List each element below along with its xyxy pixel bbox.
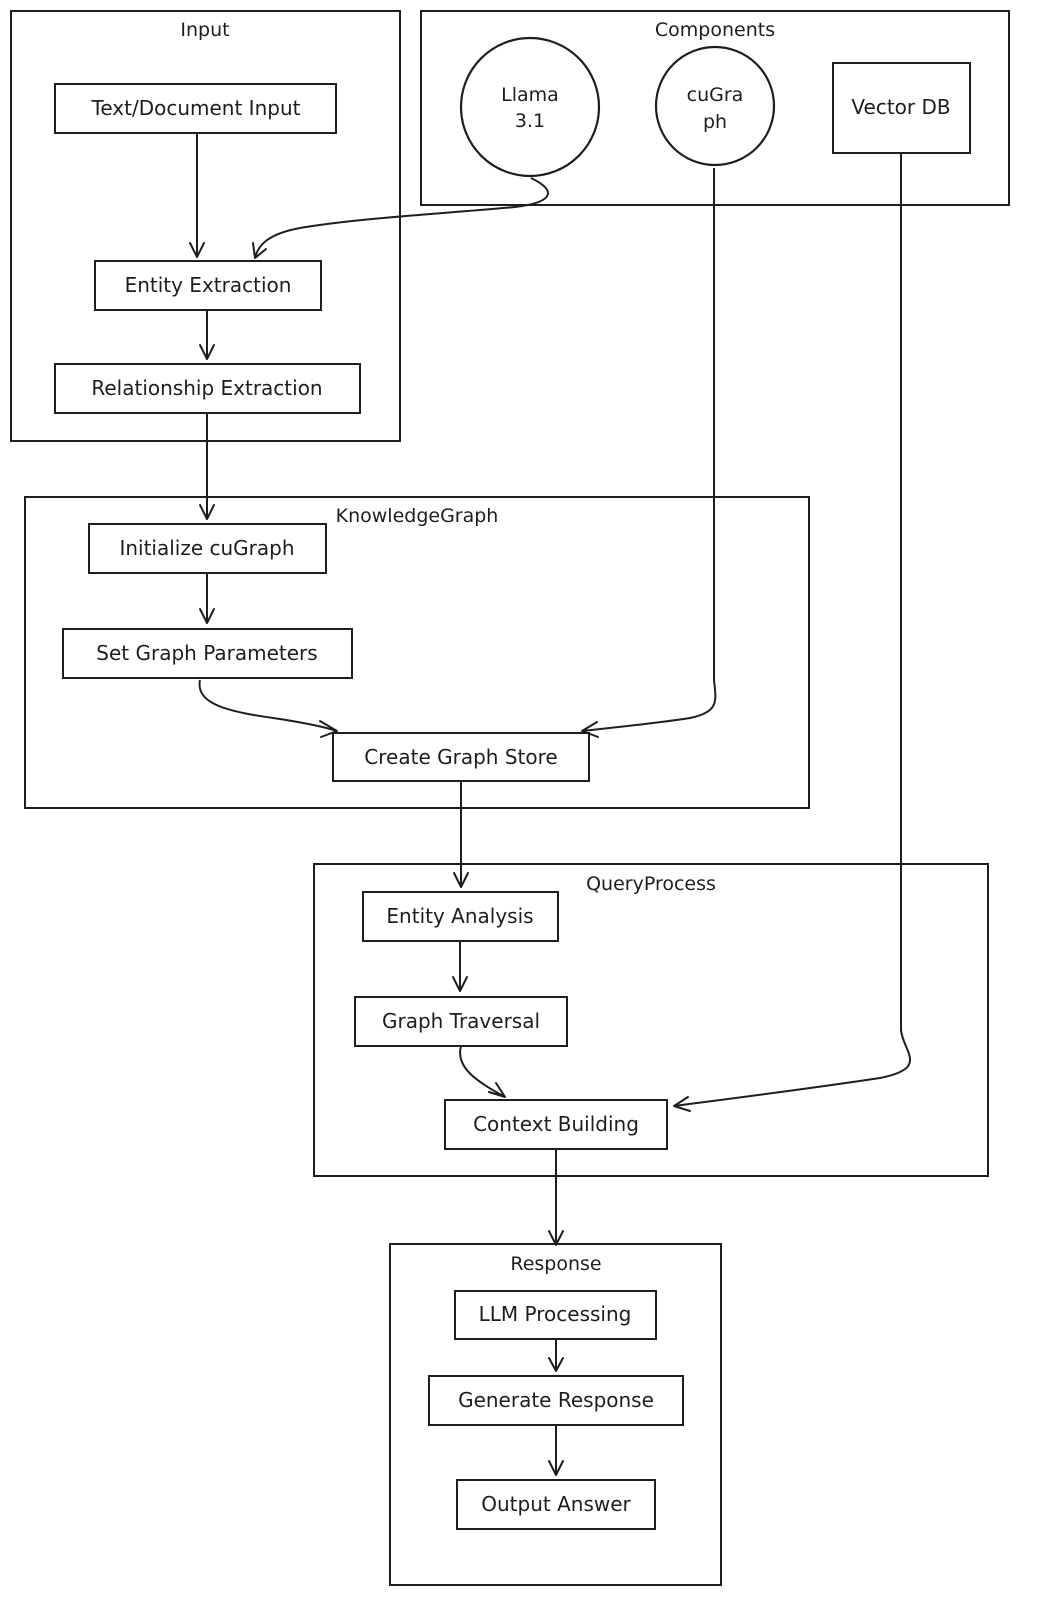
edge-graph-traversal-to-context-building bbox=[459, 1045, 506, 1098]
node-label: cuGra bbox=[687, 84, 744, 106]
node-entity-analysis[interactable]: Entity Analysis bbox=[362, 891, 559, 942]
node-label: Graph Traversal bbox=[382, 1009, 540, 1033]
node-generate-response[interactable]: Generate Response bbox=[428, 1375, 684, 1426]
group-knowledge-graph: KnowledgeGraph bbox=[24, 496, 810, 809]
node-entity-extraction[interactable]: Entity Extraction bbox=[94, 260, 322, 311]
node-label: Generate Response bbox=[458, 1388, 654, 1412]
group-input-label: Input bbox=[180, 19, 229, 41]
arrowhead bbox=[548, 1230, 564, 1246]
node-output-answer[interactable]: Output Answer bbox=[456, 1479, 656, 1530]
arrowhead bbox=[199, 504, 215, 520]
arrowhead bbox=[452, 976, 468, 992]
node-label: Relationship Extraction bbox=[91, 376, 322, 400]
node-llm-processing[interactable]: LLM Processing bbox=[454, 1290, 657, 1340]
node-graph-traversal[interactable]: Graph Traversal bbox=[354, 996, 568, 1047]
node-label: Vector DB bbox=[851, 95, 950, 119]
edge-cugraph-to-create-store bbox=[581, 168, 717, 732]
edge-set-params-to-create-store bbox=[198, 679, 338, 732]
arrowhead bbox=[548, 1460, 564, 1476]
node-label: Llama bbox=[501, 84, 559, 106]
node-label: Context Building bbox=[473, 1112, 639, 1136]
arrowhead bbox=[189, 242, 205, 258]
node-label: Set Graph Parameters bbox=[96, 641, 317, 665]
edge-llama-to-entity-extraction bbox=[254, 177, 549, 259]
arrowhead bbox=[581, 721, 599, 738]
group-input: Input bbox=[10, 10, 401, 442]
group-response-label: Response bbox=[510, 1253, 601, 1275]
node-text-document-input[interactable]: Text/Document Input bbox=[54, 83, 337, 134]
edge-vector-db-to-context-building bbox=[673, 153, 912, 1107]
node-llama[interactable]: Llama 3.1 bbox=[459, 36, 601, 178]
group-components-label: Components bbox=[655, 19, 775, 41]
node-label: Entity Extraction bbox=[125, 273, 292, 297]
group-query-process: QueryProcess bbox=[313, 863, 989, 1177]
node-context-building[interactable]: Context Building bbox=[444, 1099, 668, 1150]
node-label: Text/Document Input bbox=[91, 96, 301, 120]
node-label: Output Answer bbox=[481, 1492, 631, 1516]
node-label: Create Graph Store bbox=[364, 745, 557, 769]
arrowhead bbox=[319, 720, 338, 738]
node-label: Initialize cuGraph bbox=[119, 536, 294, 560]
node-label: LLM Processing bbox=[479, 1302, 632, 1326]
arrowhead bbox=[488, 1082, 506, 1098]
node-label: 3.1 bbox=[515, 110, 545, 132]
arrowhead bbox=[548, 1357, 564, 1372]
group-knowledge-graph-label: KnowledgeGraph bbox=[336, 505, 499, 527]
node-vector-db[interactable]: Vector DB bbox=[832, 62, 971, 154]
arrowhead bbox=[673, 1096, 691, 1112]
group-query-process-label: QueryProcess bbox=[586, 873, 716, 895]
arrowhead bbox=[453, 872, 469, 888]
node-cugraph[interactable]: cuGra ph bbox=[654, 45, 776, 167]
node-initialize-cugraph[interactable]: Initialize cuGraph bbox=[88, 523, 327, 574]
node-set-graph-parameters[interactable]: Set Graph Parameters bbox=[62, 628, 353, 679]
arrowhead bbox=[199, 608, 215, 624]
node-relationship-extraction[interactable]: Relationship Extraction bbox=[54, 363, 361, 414]
arrowhead bbox=[199, 344, 215, 360]
arrowhead bbox=[252, 242, 267, 259]
node-label: Entity Analysis bbox=[386, 904, 533, 928]
node-create-graph-store[interactable]: Create Graph Store bbox=[332, 732, 590, 782]
node-label: ph bbox=[703, 111, 727, 133]
